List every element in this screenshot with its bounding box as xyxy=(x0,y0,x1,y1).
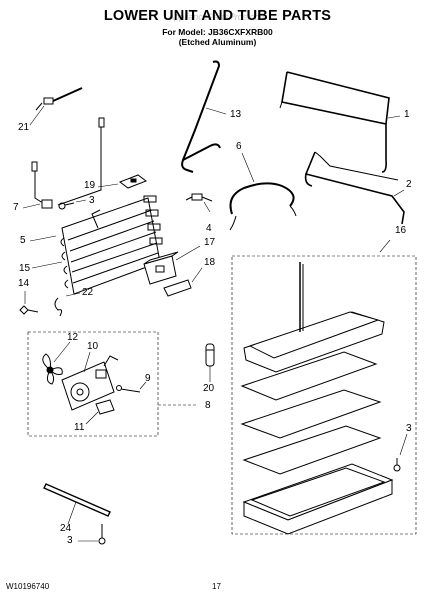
callout-10: 10 xyxy=(87,341,99,352)
part-21-harness xyxy=(35,87,83,111)
callout-15: 15 xyxy=(19,263,31,274)
part-4-connector xyxy=(185,193,213,202)
part-15-evaporator xyxy=(60,195,163,295)
part-7-wiring xyxy=(31,117,105,209)
leader-21 xyxy=(29,105,45,126)
part-20-grommet xyxy=(205,343,215,367)
leader-12 xyxy=(53,341,71,363)
part-16-pan xyxy=(243,262,385,373)
part-12-fan-blade xyxy=(42,353,63,385)
callout-19: 19 xyxy=(84,180,96,191)
part-17-bracket xyxy=(143,251,179,285)
callout-7: 7 xyxy=(13,202,19,213)
part-16-drain-pan xyxy=(242,463,394,535)
finish-line: (Etched Aluminum) xyxy=(178,37,257,47)
part-10-fan-motor xyxy=(61,355,119,411)
page-number: 17 xyxy=(212,582,221,591)
page-title: LOWER UNIT AND TUBE PARTS xyxy=(103,8,332,24)
part-24-strip xyxy=(43,483,111,517)
leader-17 xyxy=(175,245,201,261)
part-1-frame xyxy=(279,71,390,173)
part-9-screw xyxy=(116,385,141,393)
doc-number: W10196740 xyxy=(6,582,50,591)
callout-16: 16 xyxy=(395,225,407,236)
callout-2: 2 xyxy=(406,179,412,190)
box-8 xyxy=(27,331,159,437)
leader-2 xyxy=(393,189,405,197)
leader-4 xyxy=(203,201,211,213)
part-3-screw-a xyxy=(58,202,75,210)
callout-4: 4 xyxy=(206,223,212,234)
callout-9: 9 xyxy=(145,373,151,384)
callout-21: 21 xyxy=(18,122,30,133)
leader-22 xyxy=(65,292,81,297)
part-16-layers xyxy=(240,351,382,475)
callout-1: 1 xyxy=(404,109,410,120)
callout-5: 5 xyxy=(20,235,26,246)
leader-9 xyxy=(139,381,147,390)
part-3-screw-c xyxy=(393,458,401,472)
callout-8: 8 xyxy=(205,400,211,411)
callout-24: 24 xyxy=(60,523,72,534)
callout-6: 6 xyxy=(236,141,242,152)
part-22-clip xyxy=(54,297,63,317)
callout-17: 17 xyxy=(204,237,216,248)
leader-13 xyxy=(205,107,227,115)
part-19-plate xyxy=(118,174,148,189)
callout-3-right: 3 xyxy=(406,423,412,434)
part-18-strip xyxy=(163,279,192,297)
callout-13: 13 xyxy=(230,109,242,120)
callout-12: 12 xyxy=(67,332,79,343)
callout-18: 18 xyxy=(204,257,216,268)
box-16 xyxy=(231,255,417,535)
callout-11: 11 xyxy=(74,422,85,433)
callout-20: 20 xyxy=(203,383,215,394)
model-line: For Model: JB36CXFXRB00 xyxy=(162,27,273,37)
leader-11 xyxy=(85,411,99,425)
part-11-mount xyxy=(95,399,115,415)
part-2-frame xyxy=(304,151,405,225)
callout-3-lower: 3 xyxy=(67,535,73,546)
leader-7 xyxy=(22,203,41,209)
callout-3-upper: 3 xyxy=(89,195,95,206)
leader-1 xyxy=(387,115,401,119)
leader-6 xyxy=(241,152,255,183)
leader-3a xyxy=(75,199,87,203)
callout-22: 22 xyxy=(82,287,94,298)
part-14-fastener xyxy=(19,305,39,315)
leader-5 xyxy=(29,235,57,242)
leader-16 xyxy=(379,239,391,253)
leader-10 xyxy=(83,351,91,373)
part-6-coil xyxy=(229,182,297,231)
leader-24 xyxy=(67,501,77,525)
part-13-tube xyxy=(181,60,221,173)
watermark: AppliancePartsPros.com xyxy=(168,12,267,22)
leader-15 xyxy=(31,261,63,269)
part-3-screw-b xyxy=(98,524,106,545)
callout-14: 14 xyxy=(18,278,30,289)
leader-19 xyxy=(97,183,119,188)
leader-18 xyxy=(191,267,203,283)
leader-3c xyxy=(399,433,408,456)
